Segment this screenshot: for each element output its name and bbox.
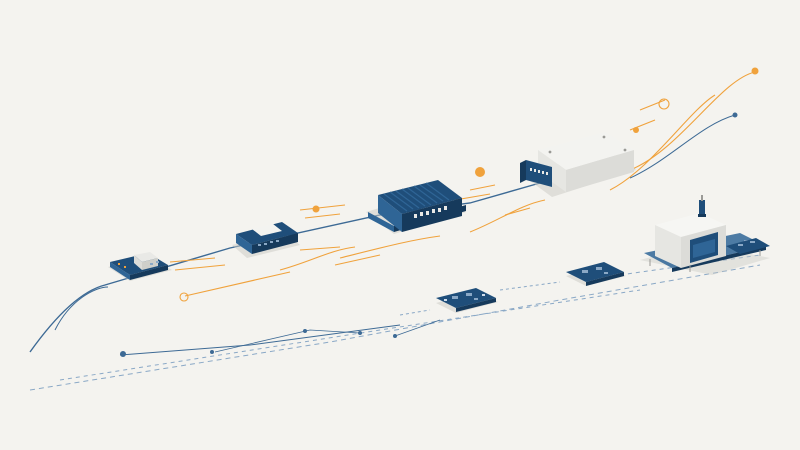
compact-module-icon bbox=[232, 222, 300, 258]
enclosure-unit-icon bbox=[520, 132, 636, 197]
orange-node-top bbox=[751, 67, 759, 75]
heatsink-controller-icon bbox=[366, 180, 466, 234]
test-station-icon bbox=[640, 195, 770, 275]
pcb-icon-1 bbox=[436, 288, 498, 313]
orange-signal-lines bbox=[169, 67, 759, 302]
assembly-conveyor-lines bbox=[29, 254, 761, 391]
orange-node-mid bbox=[475, 167, 485, 177]
pcb-icon-2 bbox=[566, 262, 626, 286]
orange-curve-top bbox=[629, 71, 756, 171]
right-rising-line bbox=[629, 114, 736, 179]
pcb-icon-3 bbox=[726, 238, 770, 254]
small-board-icon bbox=[108, 252, 172, 281]
curved-tail-line bbox=[54, 286, 109, 331]
